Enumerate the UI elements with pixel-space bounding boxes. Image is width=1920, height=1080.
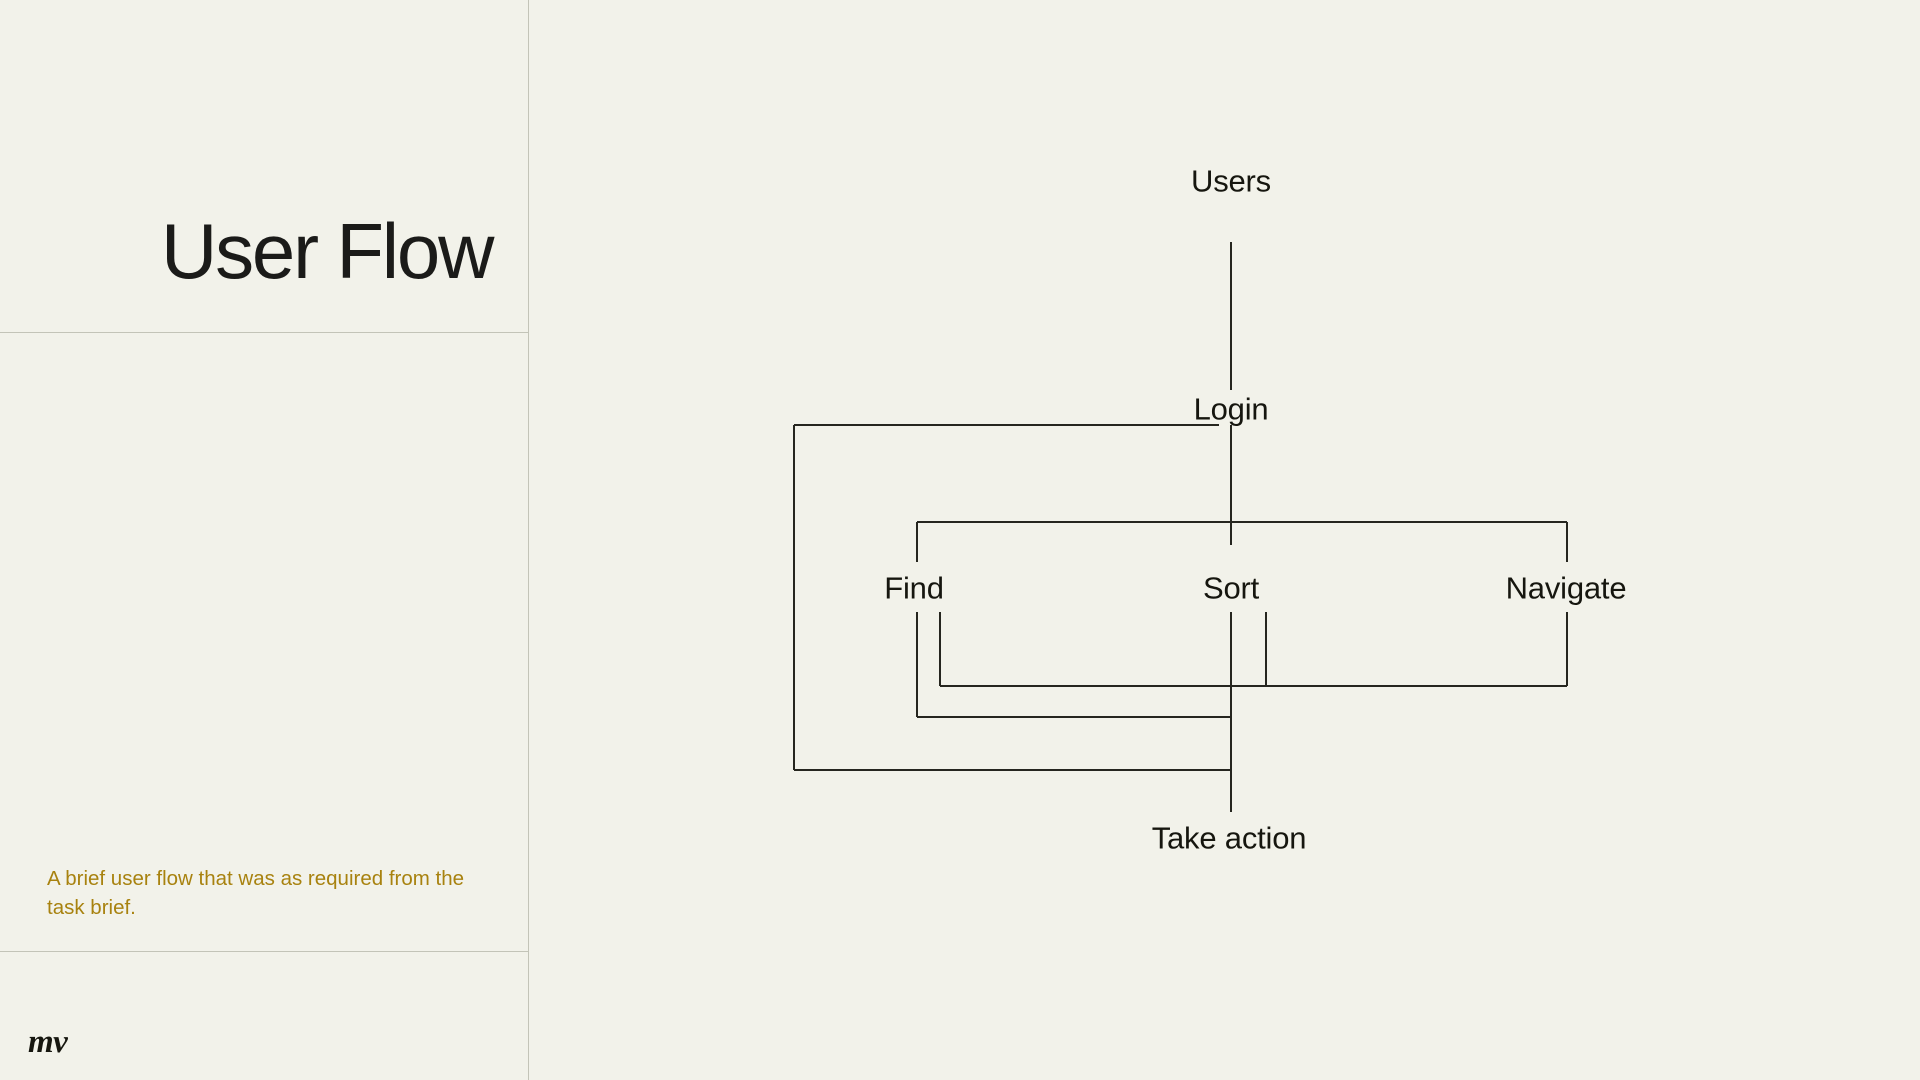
user-flow-diagram: Users Login Find Sort Navigate Take acti… [529, 0, 1920, 1080]
node-users[interactable]: Users [1191, 163, 1271, 199]
logo-monogram: mv [28, 1024, 68, 1060]
divider-bottom [0, 951, 529, 952]
page-title: User Flow [161, 207, 494, 295]
node-sort[interactable]: Sort [1202, 570, 1260, 606]
divider-vertical [528, 0, 529, 1080]
left-info-panel: User Flow A brief user flow that was as … [0, 0, 529, 1080]
node-navigate[interactable]: Navigate [1505, 570, 1627, 606]
caption-text: A brief user flow that was as required f… [47, 867, 465, 920]
divider-top [0, 332, 529, 333]
node-login[interactable]: Login [1193, 391, 1269, 427]
node-find[interactable]: Find [884, 570, 944, 606]
node-take-action[interactable]: Take action [1151, 820, 1307, 856]
flow-connector-lines [793, 242, 1568, 812]
